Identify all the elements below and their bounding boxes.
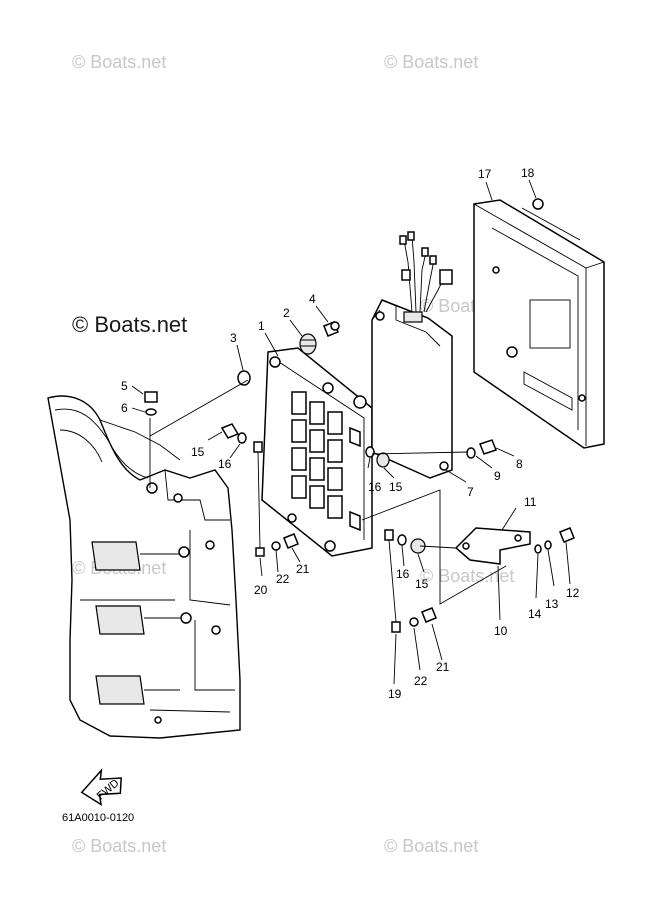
callout-16-lower: 16 — [396, 567, 410, 581]
callout-3: 3 — [230, 331, 237, 345]
callout-15-lower: 15 — [415, 577, 429, 591]
callout-22-left: 22 — [276, 572, 290, 586]
watermark-top-right: © Boats.net — [384, 52, 478, 72]
watermark-bottom-right: © Boats.net — [384, 836, 478, 856]
callout-10: 10 — [494, 624, 508, 638]
leader-lines — [131, 179, 571, 685]
callout-12: 12 — [566, 586, 580, 600]
cdi-wire-harness — [399, 231, 453, 313]
callout-15-left: 15 — [191, 445, 205, 459]
watermark-bottom-left: © Boats.net — [72, 836, 166, 856]
part-3-collar — [237, 370, 251, 386]
callout-19: 19 — [388, 687, 402, 701]
callout-14: 14 — [528, 607, 542, 621]
engine-block — [47, 395, 241, 739]
callout-16-center: 16 — [368, 480, 382, 494]
callout-9: 9 — [494, 469, 501, 483]
small-bracket — [454, 527, 531, 565]
bracket-grid — [291, 391, 343, 519]
callout-1: 1 — [258, 319, 265, 333]
fwd-arrow-icon: FWD — [80, 768, 122, 807]
callout-7: 7 — [467, 485, 474, 499]
callout-4: 4 — [309, 292, 316, 306]
watermark-center: © Boats.net — [72, 312, 187, 337]
watermark-top-left: © Boats.net — [72, 52, 166, 72]
part-18-screw — [532, 198, 544, 210]
callout-6: 6 — [121, 401, 128, 415]
callout-8: 8 — [516, 457, 523, 471]
cylinder-3 — [95, 675, 180, 705]
callout-20: 20 — [254, 583, 268, 597]
callout-15-center: 15 — [389, 480, 403, 494]
callout-11: 11 — [524, 495, 537, 509]
callout-22-lower: 22 — [414, 674, 428, 688]
cylinder-1 — [91, 541, 190, 571]
mounting-bracket — [261, 347, 373, 557]
cover — [473, 199, 605, 449]
callout-18: 18 — [521, 166, 535, 180]
callout-13: 13 — [545, 597, 559, 611]
callout-17: 17 — [478, 167, 492, 181]
callout-5: 5 — [121, 379, 128, 393]
callout-16-left: 16 — [218, 457, 232, 471]
watermark-mid-right-2: © Boats.net — [420, 566, 514, 586]
callouts: 1 2 3 4 5 6 15 16 16 15 8 9 7 11 17 18 2… — [121, 166, 580, 701]
fasteners — [144, 391, 575, 633]
diagram-code: 61A0010-0120 — [62, 812, 134, 824]
cdi-unit — [371, 231, 453, 479]
callout-21-left: 21 — [296, 562, 310, 576]
callout-21-lower: 21 — [436, 660, 450, 674]
part-2-grommet — [299, 333, 317, 355]
part-4-bolt — [323, 321, 340, 337]
callout-2: 2 — [283, 306, 290, 320]
cylinder-2 — [95, 605, 192, 635]
